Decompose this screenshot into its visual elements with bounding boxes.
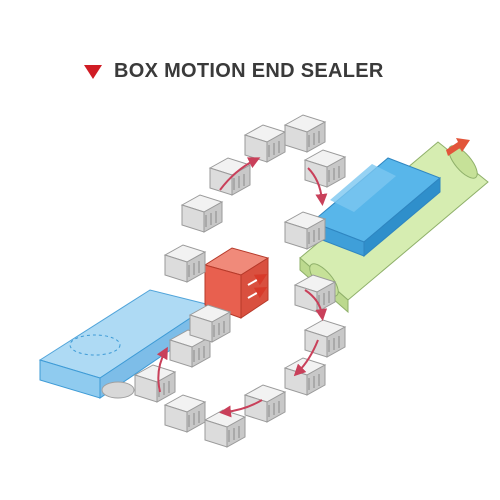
module-ring — [133, 114, 347, 448]
seal-module — [283, 114, 327, 153]
seal-module — [208, 157, 252, 196]
seal-module — [203, 409, 247, 448]
motion-path-arrows — [156, 157, 328, 418]
seal-module — [243, 384, 287, 423]
seal-module — [180, 194, 224, 233]
seal-module — [293, 274, 337, 313]
sealer-block — [203, 247, 270, 319]
seal-module — [303, 319, 347, 358]
seal-module — [283, 211, 327, 250]
outfeed-box — [311, 157, 441, 258]
seal-module — [188, 304, 232, 343]
outfeed-direction-arrow — [446, 138, 470, 156]
red-down-triangle-icon — [84, 64, 102, 79]
diagram-title: BOX MOTION END SEALER — [84, 60, 384, 83]
seal-module — [303, 149, 347, 188]
seal-module — [133, 364, 177, 403]
title-text: BOX MOTION END SEALER — [114, 60, 384, 82]
seal-module — [163, 394, 207, 433]
seal-module — [163, 244, 207, 283]
seal-module — [243, 124, 287, 163]
